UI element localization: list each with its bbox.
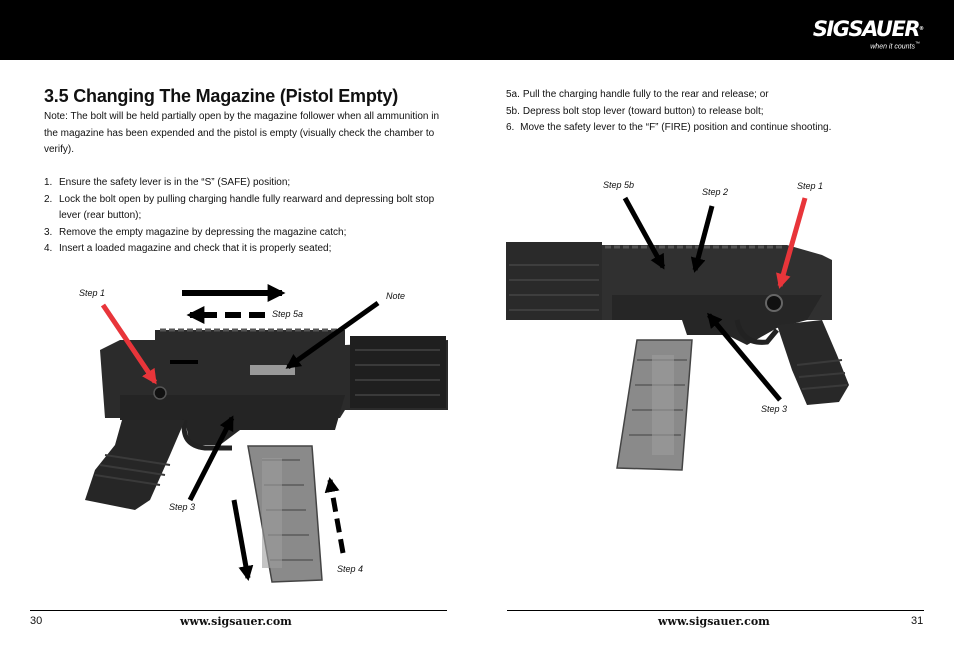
label-step5a: Step 5a: [272, 309, 304, 319]
logo-tagline: when it counts: [870, 43, 915, 51]
list-item: 5b.Depress bolt stop lever (toward butto…: [506, 105, 764, 117]
arrow-step2: [690, 205, 715, 273]
footer-rule-left: [30, 610, 447, 611]
footer-url-left: www.sigsauer.com: [180, 615, 292, 628]
list-item: 6. Move the safety lever to the “F” (FIR…: [506, 122, 832, 133]
arrow-step3: [187, 415, 235, 502]
arrow-step4-up: [324, 477, 346, 554]
footer-url-right: www.sigsauer.com: [658, 615, 770, 628]
pistol-figure-left: [85, 284, 448, 583]
list-item: 4.Insert a loaded magazine and check tha…: [44, 243, 332, 254]
label-step2: Step 2: [702, 187, 729, 197]
steps-list-left: 1.Ensure the safety lever is in the “S” …: [44, 175, 444, 258]
arrow-step1-red: [100, 303, 158, 385]
arrow-step3: [707, 312, 782, 402]
label-step3-left: Step 3: [169, 502, 196, 512]
list-item: 1.Ensure the safety lever is in the “S” …: [44, 177, 291, 188]
arrow-step4-down: [231, 499, 254, 581]
page-number-right: 31: [911, 615, 924, 627]
logo-mark: ®: [919, 26, 924, 32]
label-step3-right: Step 3: [761, 404, 788, 414]
arrow-step1-red: [776, 197, 808, 289]
sig-sauer-logo: SIGSAUER® when it counts™: [813, 18, 924, 51]
list-item: 3.Remove the empty magazine by depressin…: [44, 226, 347, 238]
note-text: Note: The bolt will be held partially op…: [44, 111, 440, 155]
label-step1-left: Step 1: [79, 288, 106, 298]
pistol-body: [85, 328, 448, 510]
footer-rule-right: [507, 610, 924, 611]
section-title: 3.5 Changing The Magazine (Pistol Empty): [44, 86, 399, 106]
label-step5b: Step 5b: [603, 180, 635, 190]
arrow-step5b: [622, 196, 666, 270]
header-bar: SIGSAUER® when it counts™: [0, 0, 954, 60]
list-item: 2.Lock the bolt open by pulling charging…: [44, 193, 435, 222]
magazine: [616, 339, 693, 471]
label-note: Note: [386, 291, 406, 301]
label-step4: Step 4: [337, 564, 364, 574]
steps-list-right: 5a.Pull the charging handle fully to the…: [506, 87, 926, 137]
page-number-left: 30: [30, 615, 43, 627]
logo-text: SIGSAUER: [812, 17, 921, 41]
tagline-mark: ™: [915, 41, 920, 47]
arrow-note: [285, 300, 380, 370]
label-step1-right: Step 1: [797, 181, 824, 191]
pistol-figure-right: [506, 196, 849, 471]
magazine: [247, 445, 323, 583]
list-item: 5a.Pull the charging handle fully to the…: [506, 89, 769, 100]
